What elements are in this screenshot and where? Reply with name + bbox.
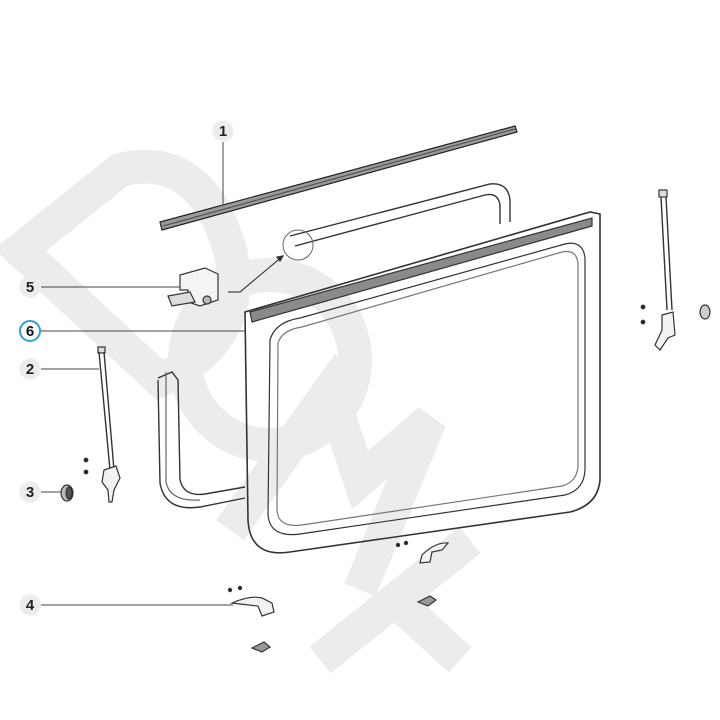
callout-2[interactable]: 2 [19, 358, 41, 380]
part-2-stay-arm [83, 346, 121, 503]
watermark [0, 149, 481, 674]
callout-4[interactable]: 4 [19, 594, 41, 616]
part-6-window-frame [244, 211, 601, 554]
part-4-latches [227, 540, 450, 653]
callout-3[interactable]: 3 [19, 481, 41, 503]
right-stay-arm [640, 189, 711, 351]
callout-6-active[interactable]: 6 [19, 320, 41, 342]
part-u-channel [157, 371, 246, 509]
callout-5[interactable]: 5 [19, 276, 41, 298]
callout-1[interactable]: 1 [212, 120, 234, 142]
part-top-rail [289, 183, 511, 247]
